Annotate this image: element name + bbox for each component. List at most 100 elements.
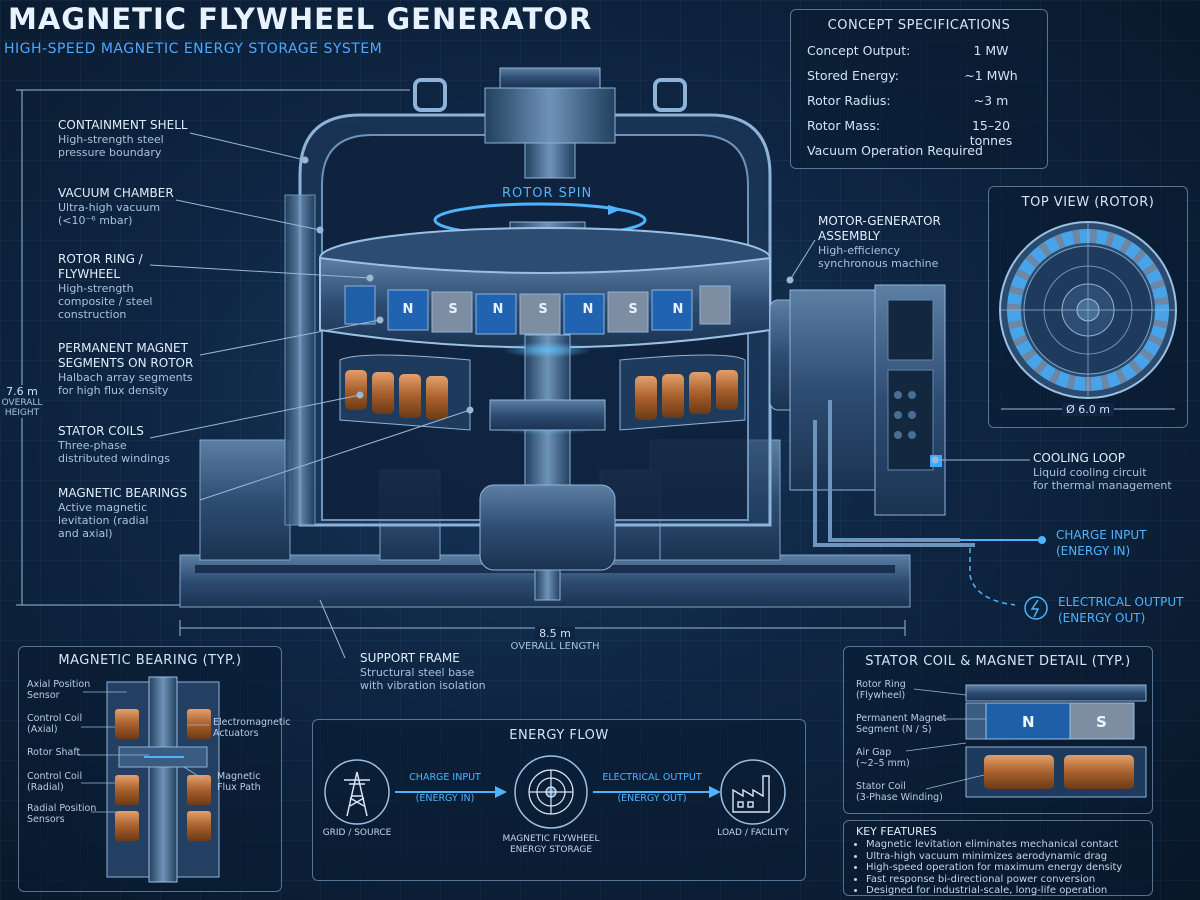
flow-output-label: ELECTRICAL OUTPUT <box>602 772 702 783</box>
magnet-segments <box>344 285 731 335</box>
detail-coil <box>1064 755 1134 789</box>
spec-label: Concept Output: <box>807 43 911 58</box>
bearing-cutaway <box>106 676 220 883</box>
spec-row: Rotor Mass: 15–20 tonnes <box>807 118 1031 148</box>
load-circle <box>720 759 786 825</box>
callout-permanent-magnets: PERMANENT MAGNET SEGMENTS ON ROTOR Halba… <box>58 341 193 397</box>
callout-desc: Halbach array segments <box>58 371 193 384</box>
detail-pole-n: N <box>1022 713 1035 731</box>
callout-desc: High-efficiency <box>818 244 901 257</box>
key-feature-item: Ultra-high vacuum minimizes aerodynamic … <box>866 851 1152 863</box>
factory-icon <box>732 775 770 813</box>
pole-label: S <box>628 302 638 317</box>
flow-grid-label: GRID / SOURCE <box>322 828 392 838</box>
height-label: OVERALL <box>1 398 43 408</box>
magnet-segment <box>651 289 693 331</box>
callout-cooling-loop: COOLING LOOP Liquid cooling circuit for … <box>1033 451 1172 492</box>
height-dimension: 7.6 m OVERALL HEIGHT <box>0 385 44 418</box>
length-value: 8.5 m <box>535 627 575 640</box>
stator-coil <box>372 372 394 414</box>
callout-desc: distributed windings <box>58 452 170 465</box>
spec-value: 15–20 tonnes <box>969 118 1013 148</box>
callout-title: FLYWHEEL <box>58 267 121 281</box>
page-subtitle: HIGH-SPEED MAGNETIC ENERGY STORAGE SYSTE… <box>4 41 383 57</box>
callout-desc: Three-phase <box>58 439 127 452</box>
callout-desc: for thermal management <box>1033 479 1172 492</box>
magnet-pole-row: N S N S N S N <box>388 302 698 317</box>
stator-coil <box>716 370 738 410</box>
callout-title: COOLING LOOP <box>1033 451 1125 465</box>
callout-title: CONTAINMENT SHELL <box>58 118 188 132</box>
flywheel-icon <box>528 769 574 815</box>
magnet-segment <box>699 285 731 325</box>
pole-label: S <box>448 302 458 317</box>
key-feature-item: High-speed operation for maximum energy … <box>866 862 1152 874</box>
detail-coil <box>984 755 1054 789</box>
callout-title: MAGNETIC BEARINGS <box>58 486 188 500</box>
flow-charge-sublabel: (ENERGY IN) <box>415 793 475 804</box>
length-dimension: 8.5 m OVERALL LENGTH <box>490 622 620 652</box>
callout-desc: levitation (radial <box>58 514 149 527</box>
spec-label: Rotor Radius: <box>807 93 891 108</box>
leader-lines <box>149 132 1030 659</box>
coil-detail-label: Rotor Ring(Flywheel) <box>856 679 906 701</box>
rotor-ring <box>319 227 771 349</box>
height-label: HEIGHT <box>4 408 40 418</box>
key-features-panel: KEY FEATURES Magnetic levitation elimina… <box>843 820 1153 896</box>
top-view-rotor <box>999 221 1177 399</box>
callout-electrical-output: ELECTRICAL OUTPUT (ENERGY OUT) <box>1058 594 1183 626</box>
callout-rotor-ring: ROTOR RING / FLYWHEEL High-strength comp… <box>58 252 152 321</box>
key-features-list: Magnetic levitation eliminates mechanica… <box>844 839 1152 897</box>
coil-detail-panel: STATOR COIL & MAGNET DETAIL (TYP.) N S R… <box>843 646 1153 814</box>
callout-desc: synchronous machine <box>818 257 939 270</box>
callout-containment-shell: CONTAINMENT SHELL High-strength steel pr… <box>58 118 188 159</box>
callout-title: SEGMENTS ON ROTOR <box>58 356 194 370</box>
callout-desc: High-strength steel <box>58 133 164 146</box>
callout-vacuum-chamber: VACUUM CHAMBER Ultra-high vacuum (<10⁻⁶ … <box>58 186 174 227</box>
spec-label: Rotor Mass: <box>807 118 881 133</box>
length-label: OVERALL LENGTH <box>510 641 600 652</box>
top-view-rotor-drawing <box>999 221 1177 410</box>
callout-desc: Liquid cooling circuit <box>1033 466 1147 479</box>
lower-bearing-housing <box>479 484 616 571</box>
charge-label: (ENERGY IN) <box>1056 544 1131 558</box>
callout-support-frame: SUPPORT FRAME Structural steel base with… <box>360 651 486 692</box>
stator-coil <box>689 372 711 414</box>
bearing-leader-lines <box>77 691 209 813</box>
charge-label: CHARGE INPUT <box>1056 528 1147 542</box>
key-feature-item: Fast response bi-directional power conve… <box>866 874 1152 886</box>
callout-desc: construction <box>58 308 127 321</box>
bearing-label: Rotor Shaft <box>27 747 81 758</box>
stator-coil <box>635 376 657 420</box>
bearing-label: Control Coil(Radial) <box>27 771 83 793</box>
callout-desc: for high flux density <box>58 384 169 397</box>
callout-title: ASSEMBLY <box>818 229 881 243</box>
rotor-shaft <box>479 334 616 601</box>
coil-detail-label: Air Gap(~2–5 mm) <box>856 747 910 769</box>
grid-source-circle <box>324 759 390 825</box>
coil-cross-section <box>965 684 1147 798</box>
callout-desc: and axial) <box>58 527 113 540</box>
spec-value: ~3 m <box>973 93 1009 108</box>
stator-coil <box>662 374 684 418</box>
magnet-segment <box>475 293 517 335</box>
coil-detail-drawing <box>905 684 1147 798</box>
bearing-detail-panel: MAGNETIC BEARING (TYP.) <box>18 646 291 892</box>
top-spindle <box>484 67 616 179</box>
dimension-lines <box>16 89 906 636</box>
callout-desc: composite / steel <box>58 295 153 308</box>
storage-circle <box>514 755 588 829</box>
callout-desc: (<10⁻⁶ mbar) <box>58 214 133 227</box>
callout-desc: Structural steel base <box>360 666 475 679</box>
pole-label: N <box>402 302 414 317</box>
detail-pole-s: S <box>1096 713 1107 731</box>
stator-coil <box>345 370 367 410</box>
stator-coil <box>426 376 448 420</box>
pole-label: S <box>538 302 548 317</box>
flow-charge-label: CHARGE INPUT <box>409 772 481 783</box>
